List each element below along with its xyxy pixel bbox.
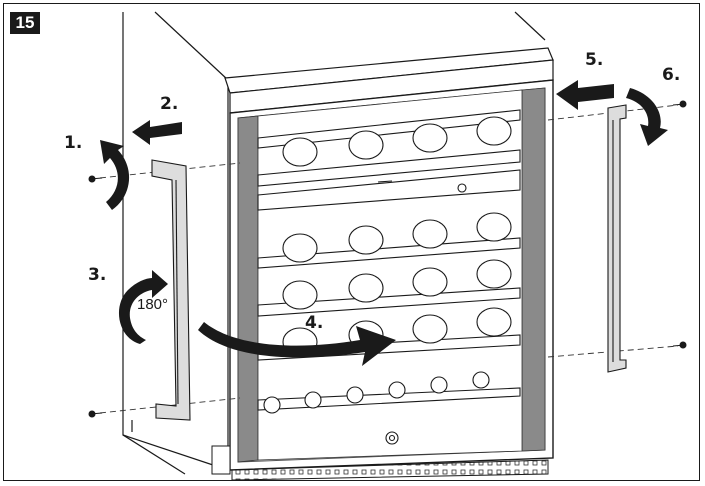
step-label-5: 5. (585, 50, 604, 70)
straight-arrow-icon (198, 322, 396, 366)
figure-border (3, 3, 700, 481)
step-label-1: 1. (64, 133, 83, 153)
base-vent (211, 445, 549, 481)
step-label-6: 6. (662, 65, 681, 85)
step-label-4: 4. (305, 313, 324, 333)
screw-icon (88, 100, 687, 418)
handle-left (151, 159, 191, 421)
door-lock (385, 431, 399, 445)
cabinet-body (122, 11, 546, 475)
step-label-2: 2. (160, 94, 179, 114)
rotate-arrow-icon (118, 270, 168, 344)
wine-racks (257, 109, 521, 414)
top-panel (224, 47, 554, 114)
rotate-arrow-icon (100, 140, 130, 210)
handle-right (607, 104, 627, 373)
straight-arrow-icon (132, 120, 182, 145)
rotate-arrow-icon (626, 88, 668, 146)
rotation-angle-label: 180° (137, 296, 169, 313)
step-label-3: 3. (88, 265, 107, 285)
straight-arrow-icon (556, 80, 614, 110)
step-number-badge: 15 (10, 12, 40, 34)
